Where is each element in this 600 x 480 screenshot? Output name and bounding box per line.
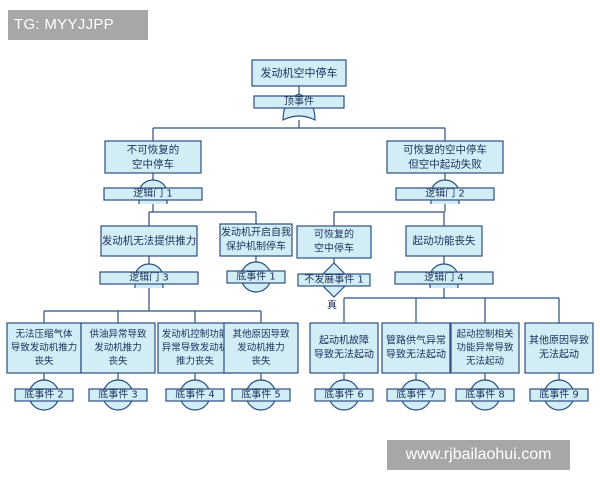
event-l3-8-box <box>524 322 594 374</box>
event-l3-2-text: 丧失 <box>108 355 128 367</box>
event-l3-3-text: 异常导致发动机 <box>162 342 229 354</box>
event-recoverable-start-fail-text: 可恢复的空中停车 <box>403 143 487 156</box>
gate-4-label-box <box>394 271 494 285</box>
event-l3-7-text: 起动控制相关 <box>456 328 514 340</box>
basic-event-1-label: 底事件 1 <box>236 270 276 283</box>
event-l3-8-text: 无法起动 <box>539 348 579 361</box>
event-no-thrust-text: 发动机无法提供推力 <box>102 234 197 247</box>
event-l3-1-text: 导致发动机推力 <box>11 342 78 354</box>
gate-3-label: 逻辑门 3 <box>129 271 169 284</box>
top-event-label: 顶事件 <box>284 95 314 108</box>
event-l3-2-box <box>80 322 156 374</box>
event-l3-4-text: 其他原因导致 <box>232 328 290 340</box>
event-start-function-lost-box <box>405 225 483 257</box>
event-l3-5-text: 导致无法起动 <box>314 348 374 361</box>
event-l3-5-text: 起动机故障 <box>319 334 369 347</box>
top-event-text: 发动机空中停车 <box>261 66 338 80</box>
event-l3-2-text: 供油异常导致 <box>89 328 147 340</box>
event-recoverable-start-fail-text: 但空中起动失败 <box>408 157 482 170</box>
basic-event-6-label-box <box>314 388 374 402</box>
gate-2-label-box <box>395 187 495 201</box>
basic-event-3-label: 底事件 3 <box>98 388 138 401</box>
event-l3-5-box <box>309 322 379 374</box>
basic-event-6-label: 底事件 6 <box>324 388 364 401</box>
event-l3-7-box <box>450 322 520 374</box>
event-l3-3-box <box>157 322 233 374</box>
note-true: 真 <box>327 299 337 312</box>
basic-event-2-label: 底事件 2 <box>24 388 64 401</box>
event-non-recoverable-box <box>104 140 202 174</box>
event-l3-6-text: 管路供气异常 <box>386 334 446 347</box>
event-l3-1-text: 丧失 <box>34 355 54 367</box>
event-start-function-lost-text: 起动功能丧失 <box>413 234 476 247</box>
gate-1-label-box <box>103 187 203 201</box>
undeveloped-event-1-label-box <box>297 273 371 287</box>
basic-event-4-label-box <box>165 388 225 402</box>
basic-event-8-label: 底事件 8 <box>465 388 505 401</box>
basic-event-5-label-box <box>231 388 291 402</box>
gate-4-label: 逻辑门 4 <box>424 271 464 284</box>
event-non-recoverable-text: 不可恢复的 <box>127 143 180 156</box>
event-l3-3-text: 推力丧失 <box>176 355 215 367</box>
basic-event-8-label-box <box>455 388 515 402</box>
basic-event-4-label: 底事件 4 <box>175 388 215 401</box>
event-l3-2-text: 发动机推力 <box>94 342 142 354</box>
event-self-protect-text: 发动机开启自我 <box>221 226 291 239</box>
basic-event-7-label-box <box>386 388 446 402</box>
event-l3-4-text: 发动机推力 <box>237 342 285 354</box>
event-l3-4-box <box>223 322 299 374</box>
basic-event-7-label: 底事件 7 <box>396 388 436 401</box>
event-l3-7-text: 功能异常导致 <box>456 342 514 354</box>
watermark-top-left: TG: MYYJJPP <box>8 10 148 40</box>
basic-event-9-label: 底事件 9 <box>539 388 579 401</box>
basic-event-2-label-box <box>14 388 74 402</box>
event-l3-7-text: 无法起动 <box>466 355 504 367</box>
basic-event-3-label-box <box>88 388 148 402</box>
event-no-thrust-box <box>100 225 198 257</box>
basic-event-5-label: 底事件 5 <box>241 388 281 401</box>
event-non-recoverable-text: 空中停车 <box>132 157 174 170</box>
watermark-bottom-right: www.rjbailaohui.com <box>387 440 570 470</box>
event-l3-8-text: 其他原因导致 <box>529 334 589 347</box>
event-l3-6-text: 导致无法起动 <box>386 348 446 361</box>
event-recoverable-box <box>296 225 372 259</box>
gate-1-label: 逻辑门 1 <box>133 187 173 200</box>
top-event-box <box>251 59 347 87</box>
gate-3-label-box <box>99 271 199 285</box>
undeveloped-event-1-label: 不发展事件 1 <box>304 273 364 286</box>
top-event-label-box <box>253 95 345 109</box>
event-l3-3-text: 发动机控制功能 <box>162 328 229 340</box>
event-l3-4-text: 丧失 <box>251 355 271 367</box>
event-recoverable-text: 可恢复的 <box>314 228 354 241</box>
gate-2-label: 逻辑门 2 <box>425 187 465 200</box>
basic-event-1-label-box <box>226 270 286 284</box>
event-recoverable-text: 空中停车 <box>314 242 354 255</box>
event-l3-6-box <box>381 322 451 374</box>
basic-event-9-label-box <box>529 388 589 402</box>
event-self-protect-text: 保护机制停车 <box>226 240 286 253</box>
event-l3-1-text: 无法压缩气体 <box>15 328 73 340</box>
